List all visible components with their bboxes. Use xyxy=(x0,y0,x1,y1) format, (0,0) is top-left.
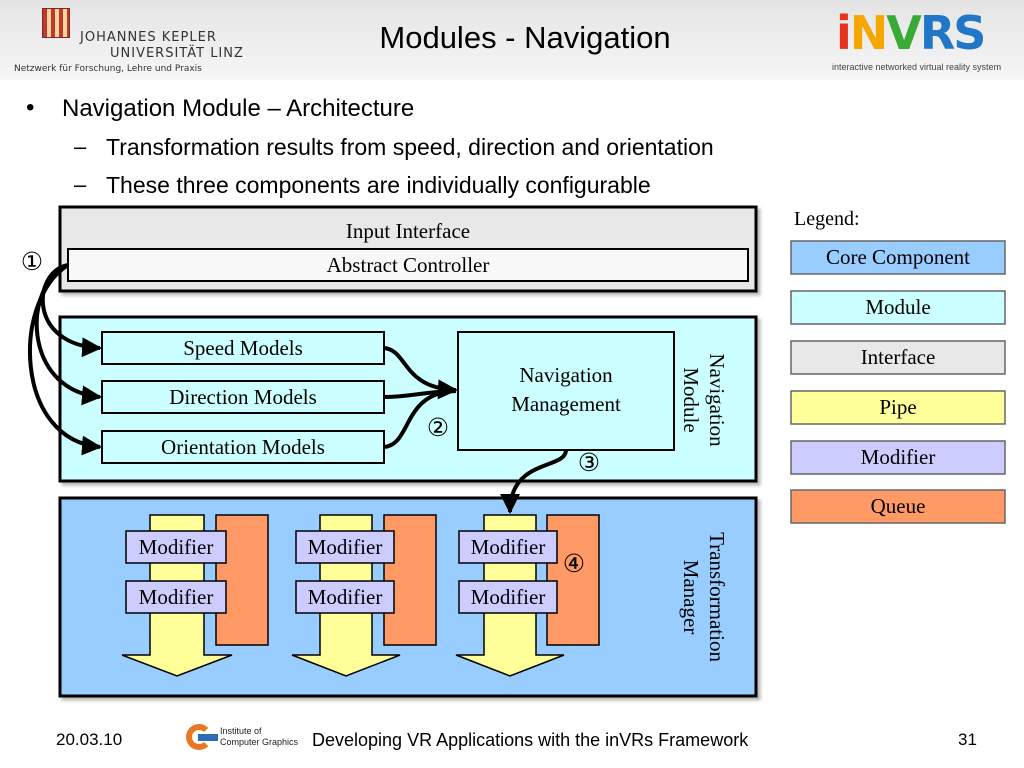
modifier-3a xyxy=(458,530,558,564)
marker-3: ③ xyxy=(578,450,600,477)
legend-core-component-label: Core Component xyxy=(826,245,970,269)
legend-module-label: Module xyxy=(865,295,930,319)
jku-logo: JOHANNES KEPLER UNIVERSITÄT LINZ Netzwer… xyxy=(14,6,254,76)
modifier-1b xyxy=(125,580,227,614)
orientation-models-box xyxy=(101,430,385,464)
icg-logo-line2: Computer Graphics xyxy=(220,737,299,747)
queue-2 xyxy=(383,514,437,646)
sub-bullet-1: Transformation results from speed, direc… xyxy=(106,134,714,160)
arrow-speed-to-mgmt xyxy=(383,346,458,400)
speed-models-label: Speed Models xyxy=(183,336,303,360)
marker-1: ① xyxy=(21,249,43,276)
legend-queue-swatch xyxy=(790,489,1006,524)
arrow-to-orientation xyxy=(27,263,102,456)
modifier-2a xyxy=(295,530,395,564)
icg-logo: Institute of Computer Graphics xyxy=(186,724,306,754)
legend-interface-swatch xyxy=(790,340,1006,375)
jku-crest-icon xyxy=(42,8,70,38)
modifier-3a-label: Modifier xyxy=(471,535,546,559)
jku-tagline: Netzwerk für Forschung, Lehre und Praxis xyxy=(14,64,202,74)
legend-core-component-swatch xyxy=(790,240,1006,275)
marker-2: ② xyxy=(427,415,449,442)
modifier-1a xyxy=(125,530,227,564)
bullet-marker: • xyxy=(26,94,35,121)
invrs-logo-letters: iNVRS xyxy=(836,6,986,60)
jku-name-line1: JOHANNES KEPLER xyxy=(80,30,217,45)
navigation-module-label-2: Module xyxy=(679,367,703,432)
page-number: 31 xyxy=(958,730,977,749)
modifier-2b-label: Modifier xyxy=(308,585,383,609)
pipe-group-2: Modifier Modifier xyxy=(291,514,437,677)
legend-title: Legend: xyxy=(794,208,860,230)
modifier-3b-label: Modifier xyxy=(471,585,546,609)
legend-modifier-swatch xyxy=(790,440,1006,475)
legend-items: Core Component Module Interface Pipe Mod… xyxy=(790,240,1006,524)
legend-pipe-label: Pipe xyxy=(879,395,916,419)
speed-models-box xyxy=(101,331,385,365)
jku-name-line2: UNIVERSITÄT LINZ xyxy=(110,46,244,61)
input-interface-label: Input Interface xyxy=(346,219,470,243)
arrow-orientation-to-mgmt xyxy=(383,389,457,449)
legend-interface-label: Interface xyxy=(861,345,936,369)
navigation-management-box xyxy=(457,331,675,451)
slide-header: JOHANNES KEPLER UNIVERSITÄT LINZ Netzwer… xyxy=(0,0,1024,80)
modifier-2b xyxy=(295,580,395,614)
icg-logo-line1: Institute of xyxy=(220,726,262,736)
icg-logo-icon xyxy=(186,724,212,750)
legend-module-swatch xyxy=(790,290,1006,325)
direction-models-box xyxy=(101,380,385,414)
modifier-1a-label: Modifier xyxy=(139,535,214,559)
transformation-manager-label-2: Manager xyxy=(679,560,703,635)
invrs-tagline: interactive networked virtual reality sy… xyxy=(832,62,1002,72)
navigation-management-label-1: Navigation xyxy=(519,363,613,387)
legend-queue-label: Queue xyxy=(871,494,926,518)
transformation-manager-label-1: Transformation xyxy=(705,532,729,662)
modifier-3b xyxy=(458,580,558,614)
modifier-2a-label: Modifier xyxy=(308,535,383,559)
controller-arrows xyxy=(27,263,568,514)
invrs-logo: iNVRS interactive networked virtual real… xyxy=(832,4,1022,76)
pipe-group-3: Modifier Modifier xyxy=(455,514,600,677)
footer-date: 20.03.10 xyxy=(56,730,123,749)
bullet-main: Navigation Module – Architecture xyxy=(62,95,415,122)
sub-bullet-marker: – xyxy=(74,172,87,197)
modifier-1b-label: Modifier xyxy=(139,585,214,609)
slide-title: Modules - Navigation xyxy=(379,20,671,55)
sub-bullet-marker: – xyxy=(74,134,87,159)
navigation-module-label-1: Navigation xyxy=(705,353,729,447)
arrow-mgmt-to-pipe xyxy=(500,449,568,514)
footer-title: Developing VR Applications with the inVR… xyxy=(312,730,749,750)
navigation-management-label-2: Management xyxy=(511,392,621,416)
orientation-models-label: Orientation Models xyxy=(161,435,325,459)
legend-modifier-label: Modifier xyxy=(861,445,936,469)
abstract-controller-label: Abstract Controller xyxy=(327,253,490,277)
pipe-group-1: Modifier Modifier xyxy=(121,514,269,677)
direction-models-label: Direction Models xyxy=(169,385,317,409)
sub-bullet-2: These three components are individually … xyxy=(106,172,651,198)
marker-4: ④ xyxy=(563,551,585,578)
legend-pipe-swatch xyxy=(790,390,1006,425)
